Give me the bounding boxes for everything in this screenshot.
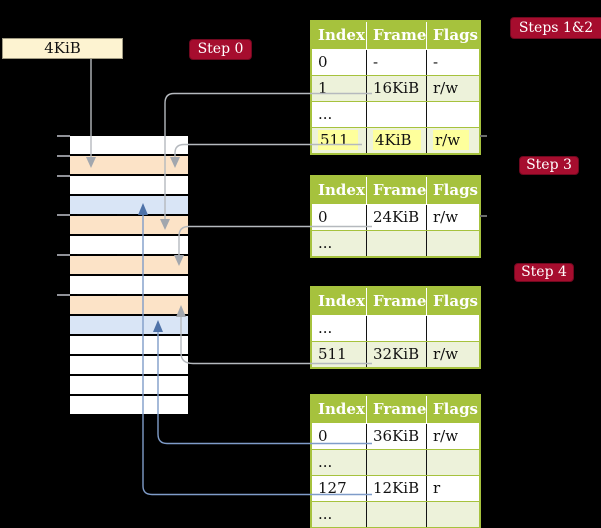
- highlighted-value: 4KiB: [373, 130, 421, 150]
- table-cell: ...: [312, 316, 367, 341]
- column-header-flags: Flags: [433, 400, 478, 418]
- badge-steps-1-2: Steps 1&2: [510, 17, 601, 39]
- table-cell: [367, 102, 427, 127]
- stack-tick: [57, 135, 70, 137]
- column-header-frame: Frame: [367, 396, 427, 423]
- table-cell: [427, 102, 479, 127]
- column-header-frame: Frame: [367, 22, 427, 49]
- table-row-1: ...: [312, 230, 479, 256]
- table-cell: ...: [312, 231, 367, 256]
- highlighted-value: 511: [318, 130, 358, 150]
- stack-tick: [57, 155, 70, 157]
- column-header-index: Index: [312, 396, 367, 423]
- memory-frame-row-7: [70, 276, 188, 296]
- table-cell: 32KiB: [367, 342, 427, 367]
- table-cell: ...: [312, 450, 367, 475]
- column-header-flags: Flags: [433, 292, 478, 310]
- table-cell: 127: [312, 476, 367, 501]
- table-cell: r/w: [433, 345, 459, 363]
- memory-frame-row-5: [70, 236, 188, 256]
- table-cell: [367, 502, 427, 527]
- table-cell: r/w: [433, 427, 459, 445]
- table-cell: r: [433, 479, 441, 497]
- table-row-0: ...: [312, 316, 479, 341]
- column-header-flags: Flags: [433, 181, 478, 199]
- column-header-frame: Frame: [367, 177, 427, 204]
- table-cell: [427, 502, 479, 527]
- table-cell: 511: [312, 342, 367, 367]
- table-cell: 36KiB: [367, 424, 427, 449]
- table-cell: [427, 316, 479, 341]
- table-cell: [367, 316, 427, 341]
- stack-tick: [57, 175, 70, 177]
- memory-frame-row-0: [70, 136, 188, 156]
- memory-frame-row-3: [70, 196, 188, 216]
- column-header-flags: Flags: [433, 26, 478, 44]
- highlighted-value: r/w: [433, 130, 470, 150]
- table-cell: 511: [312, 128, 367, 153]
- memory-frame-row-4: [70, 216, 188, 236]
- memory-frame-row-12: [70, 376, 188, 396]
- column-header-index: Index: [312, 288, 367, 315]
- memory-frame-row-10: [70, 336, 188, 356]
- table-cell: 0: [312, 205, 367, 230]
- stack-tick: [57, 254, 70, 256]
- column-header-frame: Frame: [367, 288, 427, 315]
- frame-size-box: 4KiB: [2, 38, 123, 59]
- table-cell: [367, 231, 427, 256]
- badge-step-0: Step 0: [189, 39, 252, 60]
- memory-frame-row-6: [70, 256, 188, 276]
- stack-tick: [57, 214, 70, 216]
- table-cell: -: [433, 53, 439, 71]
- table-cell: [427, 231, 479, 256]
- table-cell: 0: [312, 50, 367, 75]
- table-row-2: ...: [312, 101, 479, 127]
- table-row-3: 511 4KiB r/w: [312, 127, 479, 153]
- memory-frame-row-8: [70, 296, 188, 316]
- table-cell: [427, 450, 479, 475]
- memory-frame-row-1: [70, 156, 188, 176]
- table-cell: ...: [312, 102, 367, 127]
- table-cell: 0: [312, 424, 367, 449]
- table-cell: r/w: [427, 128, 479, 153]
- table-cell: 12KiB: [367, 476, 427, 501]
- memory-frame-row-13: [70, 396, 188, 416]
- table-row-1: ...: [312, 449, 479, 475]
- table-cell: 24KiB: [367, 205, 427, 230]
- table-row-3: ...: [312, 501, 479, 527]
- memory-frame-stack: [70, 134, 188, 416]
- table-cell: 1: [312, 76, 367, 101]
- table-cell: r/w: [433, 79, 459, 97]
- memory-frame-row-9: [70, 316, 188, 336]
- memory-frame-row-2: [70, 176, 188, 196]
- memory-frame-row-11: [70, 356, 188, 376]
- badge-step-3: Step 3: [519, 156, 579, 175]
- stack-tick: [57, 294, 70, 296]
- table-cell: r/w: [433, 208, 459, 226]
- table-cell: -: [367, 50, 427, 75]
- table-cell: 4KiB: [367, 128, 427, 153]
- column-header-index: Index: [312, 22, 367, 49]
- badge-step-4: Step 4: [514, 263, 574, 282]
- table-cell: 16KiB: [367, 76, 427, 101]
- table-cell: [367, 450, 427, 475]
- table-cell: ...: [312, 502, 367, 527]
- table-row-0: 0--: [312, 50, 479, 75]
- column-header-index: Index: [312, 177, 367, 204]
